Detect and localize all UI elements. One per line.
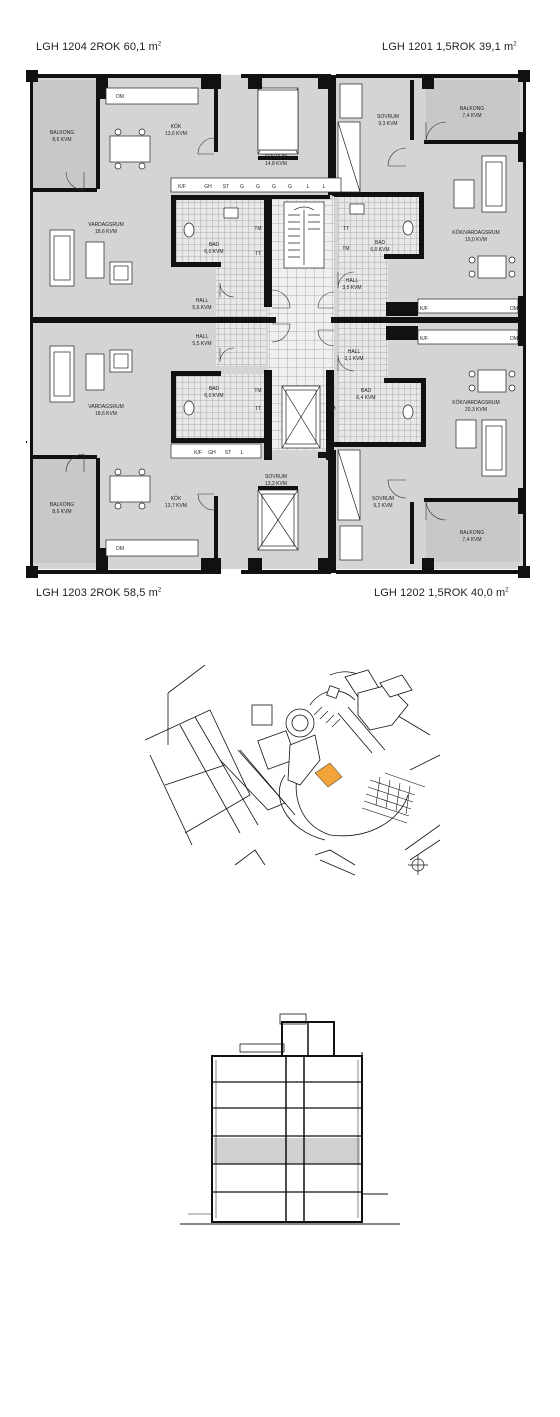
room-bad-br-name: BAD	[361, 388, 372, 394]
room-kok-bl-area: 13,7 KVM	[165, 503, 187, 509]
apartment-label-1201: LGH 1201 1,5ROK 39,1 m2	[382, 41, 517, 53]
fixture-tm-tl: TM	[254, 226, 261, 232]
room-bad-tr-name: BAD	[375, 240, 386, 246]
room-hall-bl-name: HALL	[196, 334, 209, 340]
fixture-tt-tl: TT	[255, 251, 261, 257]
floor-plan: BALKONG 8,6 KVM KÖK 13,6 KVM SOVRUM 14,8…	[26, 70, 530, 578]
fixture-tm-br: TM	[328, 406, 335, 412]
fixture-kf-tr: K/F	[420, 306, 428, 312]
room-sovrum-tr-name: SOVRUM	[377, 114, 399, 120]
fixture-kf-br: K/F	[420, 336, 428, 342]
fixture-tm-tr: TM	[342, 246, 349, 252]
fixture-l-bl: L	[241, 450, 244, 456]
apartment-label-1202: LGH 1202 1,5ROK 40,0 m2	[374, 587, 509, 599]
apartment-label-1203: LGH 1203 2ROK 58,5 m2	[36, 587, 162, 599]
fixture-dm-bl: DM	[116, 546, 124, 552]
room-hall-tl-area: 5,6 KVM	[192, 305, 211, 311]
door-swings	[65, 121, 447, 521]
furniture	[49, 83, 519, 561]
fixture-g4: G	[288, 184, 292, 190]
room-balkong-tl-area: 8,6 KVM	[52, 137, 71, 143]
fixture-gh-bl: GH	[208, 450, 216, 456]
fixture-st-bl: ST	[225, 450, 231, 456]
north-arrow-icon	[408, 855, 428, 875]
room-kok-tl-name: KÖK	[171, 123, 182, 130]
room-hall-tl-name: HALL	[196, 298, 209, 304]
fixture-g3: G	[272, 184, 276, 190]
room-balkong-tr-area: 7,4 KVM	[462, 113, 481, 119]
room-kok-vardagsrum-br-area: 20,3 KVM	[465, 407, 487, 413]
fixture-tt-br: TT	[329, 388, 335, 394]
room-bad-tl-name: BAD	[209, 242, 220, 248]
room-kok-vardagsrum-br-name: KÖK/VARDAGSRUM	[452, 399, 499, 406]
fixture-dm-tl: DM	[116, 94, 124, 100]
fixture-g2: G	[256, 184, 260, 190]
room-bad-br-area: 6,4 KVM	[356, 395, 375, 401]
fixture-tt-tr: TT	[343, 226, 349, 232]
room-bad-tl-area: 6,0 KVM	[204, 249, 223, 255]
fixture-l2: L	[323, 184, 326, 190]
highlighted-building	[314, 762, 343, 788]
plan-markers	[26, 162, 526, 574]
walls	[26, 70, 530, 578]
fixture-dm-br: DM	[510, 336, 518, 342]
room-kok-tl-area: 13,6 KVM	[165, 131, 187, 137]
room-hall-tr-name: HALL	[346, 278, 359, 284]
room-vardagsrum-bl-area: 18,6 KVM	[95, 411, 117, 417]
building-section	[180, 1013, 400, 1225]
room-vardagsrum-bl-name: VARDAGSRUM	[88, 404, 123, 410]
room-sovrum-bc-name: SOVRUM	[265, 474, 287, 480]
room-vardagsrum-tl-name: VARDAGSRUM	[88, 222, 123, 228]
site-plan	[144, 665, 440, 876]
fixture-l1: L	[307, 184, 310, 190]
room-balkong-tl-name: BALKONG	[50, 130, 74, 136]
room-sovrum-br-area: 9,2 KVM	[373, 503, 392, 509]
room-kok-vardagsrum-tr-area: 19,0 KVM	[465, 237, 487, 243]
highlighted-floor	[214, 1138, 360, 1164]
room-kok-vardagsrum-tr-name: KÖK/VARDAGSRUM	[452, 229, 499, 236]
room-sovrum-tc-name: SOVRUM	[265, 154, 287, 160]
fixture-dm-tr: DM	[510, 306, 518, 312]
room-sovrum-tr-area: 9,3 KVM	[378, 121, 397, 127]
room-sovrum-tc-area: 14,8 KVM	[265, 161, 287, 167]
fixture-kf-tl: K/F	[178, 184, 186, 190]
fixture-st-tl: ST	[223, 184, 229, 190]
fixture-labels: K/F GH ST G G G G L L K/F GH ST L K/F K/…	[116, 94, 518, 552]
room-bad-tr-area: 6,0 KVM	[370, 247, 389, 253]
fixture-gh-tl: GH	[204, 184, 212, 190]
room-kok-bl-name: KÖK	[171, 495, 182, 502]
fixture-tm-bl: TM	[254, 388, 261, 394]
room-hall-bl-area: 5,5 KVM	[192, 341, 211, 347]
fixture-tt-bl: TT	[255, 406, 261, 412]
room-labels: BALKONG 8,6 KVM KÖK 13,6 KVM SOVRUM 14,8…	[50, 106, 500, 543]
room-balkong-br-area: 7,4 KVM	[462, 537, 481, 543]
room-vardagsrum-tl-area: 18,6 KVM	[95, 229, 117, 235]
parking	[313, 706, 426, 824]
room-balkong-bl-name: BALKONG	[50, 502, 74, 508]
room-bad-bl-name: BAD	[209, 386, 220, 392]
room-hall-tr-area: 3,5 KVM	[342, 285, 361, 291]
room-hall-br-name: HALL	[348, 349, 361, 355]
room-bad-bl-area: 6,0 KVM	[204, 393, 223, 399]
apartment-label-1204: LGH 1204 2ROK 60,1 m2	[36, 41, 162, 53]
room-hall-br-area: 3,1 KVM	[344, 356, 363, 362]
room-balkong-bl-area: 8,6 KVM	[52, 509, 71, 515]
room-balkong-br-name: BALKONG	[460, 530, 484, 536]
fixture-g1: G	[240, 184, 244, 190]
fixture-kf-bl: K/F	[194, 450, 202, 456]
room-sovrum-bc-area: 13,2 KVM	[265, 481, 287, 487]
room-sovrum-br-name: SOVRUM	[372, 496, 394, 502]
room-balkong-tr-name: BALKONG	[460, 106, 484, 112]
